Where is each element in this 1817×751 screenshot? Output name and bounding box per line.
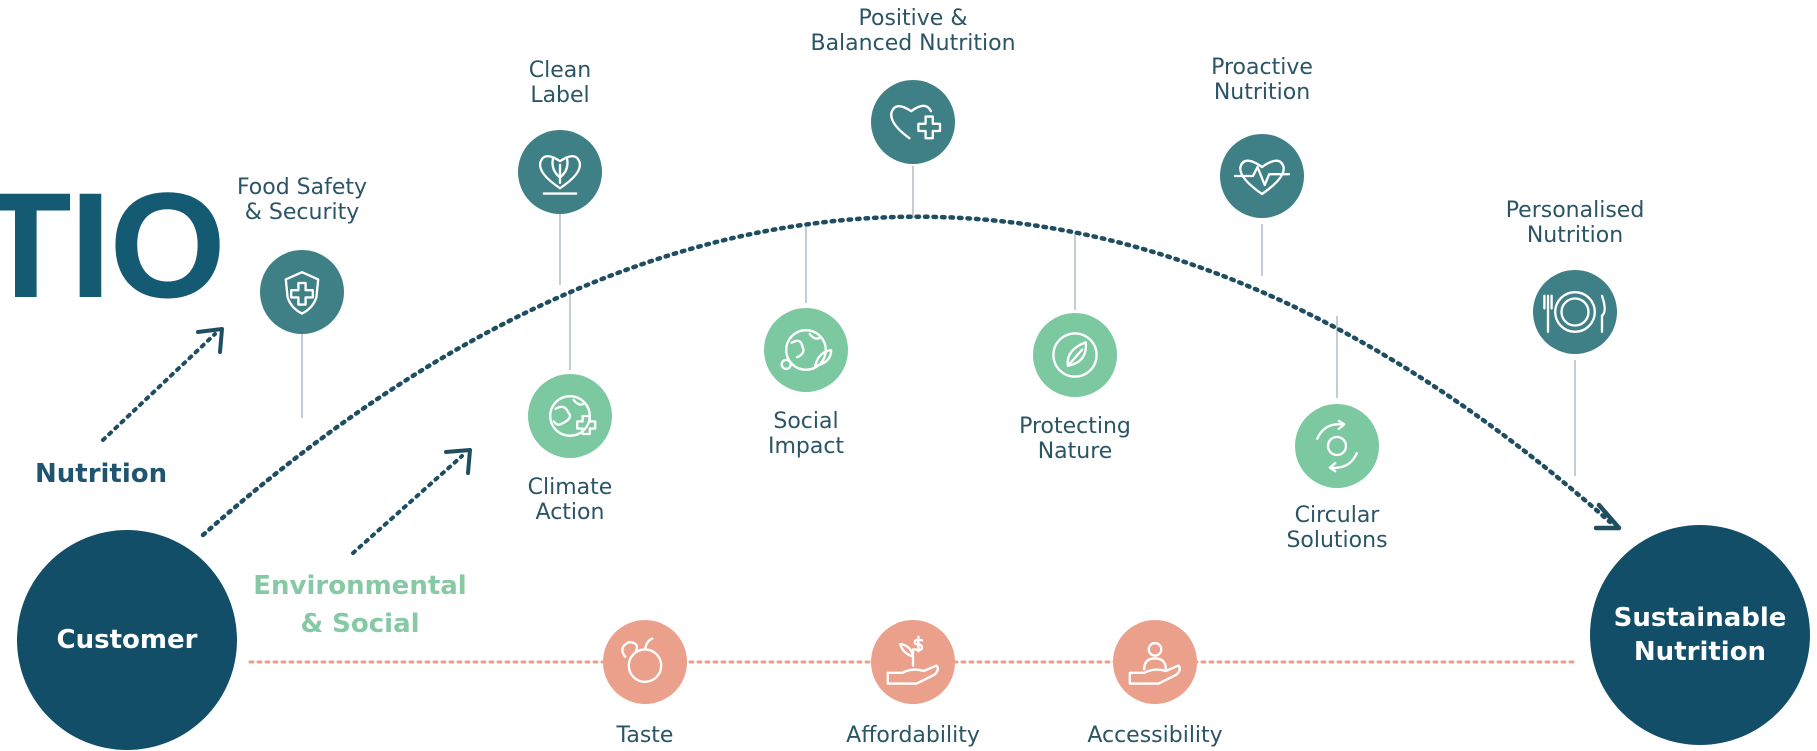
node-proactive [1220, 134, 1304, 218]
node-circular-solutions [1295, 404, 1379, 488]
node-food-safety [260, 250, 344, 334]
label-taste: Taste [617, 723, 674, 748]
label-protecting-line2: Nature [1037, 439, 1113, 464]
heart-pulse-icon [1233, 159, 1291, 196]
category-nutrition-label: Nutrition [35, 459, 168, 489]
node-circle-personalised [1533, 270, 1617, 354]
heart-leaf-icon [538, 155, 582, 195]
label-circular-line2: Solutions [1286, 528, 1388, 553]
label-affordability-text: Affordability [846, 723, 980, 748]
nutrition-arrow-head [196, 327, 224, 354]
node-circle-social-impact [764, 308, 848, 392]
label-circular-solutions: Circular Solutions [1286, 503, 1387, 553]
label-positive-line2: Balanced Nutrition [810, 31, 1016, 56]
node-social-impact [764, 308, 848, 392]
leaf-circle-icon [1052, 332, 1098, 378]
node-personalised [1533, 270, 1617, 354]
label-social-impact: Social Impact [768, 409, 844, 459]
label-food-safety-line2: & Security [244, 200, 360, 225]
hub-customer-label: Customer [56, 625, 198, 655]
label-climate-action: Climate Action [528, 475, 613, 525]
cropped-title-fragment: TIO [0, 161, 226, 329]
plate-cutlery-icon [1543, 291, 1606, 333]
hand-person-icon [1128, 641, 1182, 685]
label-accessibility-text: Accessibility [1087, 723, 1223, 748]
label-proactive: Proactive Nutrition [1211, 55, 1313, 105]
arc-arrowhead [1593, 502, 1622, 531]
env-arrow-head [444, 448, 472, 475]
node-affordability [871, 620, 955, 704]
category-environmental-social: Environmental & Social [248, 567, 472, 643]
env-arrow-line [351, 454, 464, 555]
label-positive-balanced: Positive & Balanced Nutrition [810, 6, 1015, 56]
node-clean-label [518, 130, 602, 214]
hub-sustainable-nutrition: Sustainable Nutrition [1590, 525, 1810, 745]
category-environmental-line1: Environmental [253, 571, 467, 601]
node-circle-taste [603, 620, 687, 704]
node-circle-positive-balanced [871, 80, 955, 164]
label-food-safety: Food Safety & Security [237, 175, 367, 225]
nutrition-arrow-line [101, 332, 217, 442]
node-circle-food-safety [260, 250, 344, 334]
fruit-icon [621, 637, 663, 683]
hub-customer: Customer [17, 530, 237, 750]
label-clean-label-line1: Clean [528, 58, 592, 83]
label-proactive-line2: Nutrition [1213, 80, 1311, 105]
label-clean-label: Clean Label [529, 58, 591, 108]
node-circle-circular-solutions [1295, 404, 1379, 488]
hub-sustainable-line1: Sustainable [1613, 603, 1787, 633]
category-environmental-line2: & Social [300, 609, 420, 639]
node-accessibility [1113, 620, 1197, 704]
node-taste [603, 620, 687, 704]
label-taste-text: Taste [616, 723, 674, 748]
label-climate-line2: Action [535, 500, 605, 525]
label-circular-line1: Circular [1294, 503, 1380, 528]
label-personalised: Personalised Nutrition [1506, 198, 1645, 248]
category-nutrition: Nutrition [35, 455, 167, 493]
globe-people-leaf-icon [780, 329, 833, 371]
heart-plus-icon [890, 104, 942, 140]
label-social-line1: Social [773, 409, 839, 434]
node-positive-balanced [871, 80, 955, 164]
label-social-line2: Impact [767, 434, 845, 459]
label-protecting-nature: Protecting Nature [1019, 414, 1131, 464]
hand-plant-dollar-icon [886, 635, 940, 685]
label-food-safety-line1: Food Safety [236, 175, 368, 200]
node-protecting-nature [1033, 313, 1117, 397]
hub-sustainable-line2: Nutrition [1633, 637, 1767, 667]
node-circle-protecting-nature [1033, 313, 1117, 397]
label-protecting-line1: Protecting [1019, 414, 1131, 439]
globe-plus-icon [549, 395, 597, 437]
label-accessibility: Accessibility [1087, 723, 1222, 748]
label-proactive-line1: Proactive [1211, 55, 1313, 80]
node-climate-action [528, 374, 612, 458]
label-positive-line1: Positive & [858, 6, 968, 31]
label-personalised-line2: Nutrition [1526, 223, 1624, 248]
shield-cross-icon [284, 271, 320, 315]
label-personalised-line1: Personalised [1505, 198, 1645, 223]
label-affordability: Affordability [846, 723, 980, 748]
label-clean-label-line2: Label [530, 83, 590, 108]
node-circle-accessibility [1113, 620, 1197, 704]
main-arc [200, 214, 1613, 538]
label-climate-line1: Climate [527, 475, 613, 500]
